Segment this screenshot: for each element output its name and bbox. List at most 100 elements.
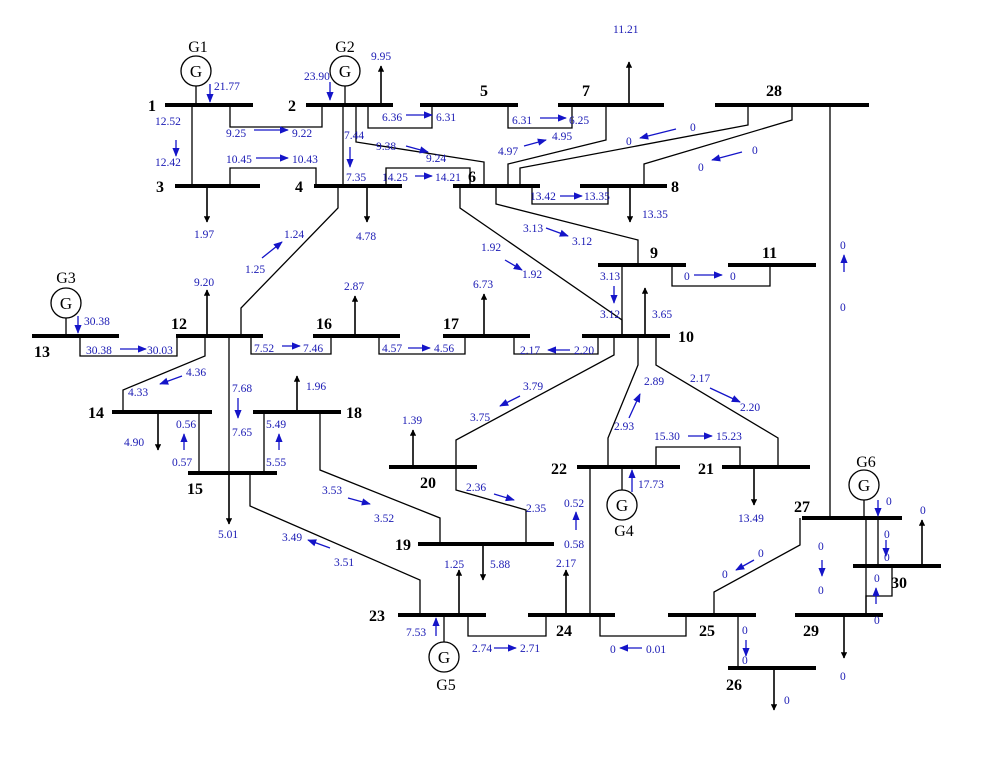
flow-value-9-11-from: 0 [684,271,690,283]
bus-label-8: 8 [671,179,679,196]
flow-value-27-29-from: 0 [818,541,824,553]
flow-arrow-8-28 [711,151,743,162]
generator-output-g4: 17.73 [638,479,664,491]
generator-g6: G G6 [848,454,880,518]
branch-16-17 [378,336,466,355]
flow-value-5-7-to: 6.25 [569,115,589,127]
load-value-15: 5.01 [218,529,238,541]
generator-g4: G G4 [606,467,638,540]
flow-value-3-4-to: 10.43 [292,154,318,166]
flow-value-17-10-to: 2.20 [574,345,594,357]
flow-arrow-6-28 [639,128,677,140]
branch-10-22 [607,336,639,467]
branch-19-20 [455,467,527,544]
flow-value-9-10-from: 3.13 [600,271,620,283]
branch-10-21 [655,336,779,467]
flow-value-4-6-to: 14.21 [435,172,461,184]
flow-value-27-30-to: 0 [884,552,890,564]
flow-arrow-25-27 [735,559,755,571]
generator-label: G1 [188,39,208,56]
load-value-19: 5.88 [490,559,510,571]
flow-arrow-12-14 [159,375,183,385]
branch-10-20 [455,336,615,467]
generator-symbol-text: G [190,62,202,81]
flow-value-6-7-from: 4.97 [498,146,518,158]
flow-value-14-15-from: 0.56 [176,419,196,431]
flow-value-23-24-from: 2.74 [472,643,492,655]
branch-1-2 [229,105,323,128]
flow-value-6-28-to: 0 [690,122,696,134]
generator-symbol-text: G [438,648,450,667]
branch-21-22 [655,446,741,467]
flow-value-6-28-from: 0 [626,136,632,148]
flow-value-25-27-from: 0 [722,569,728,581]
bus-label-17: 17 [443,316,459,333]
flow-value-21-22-from: 15.30 [654,431,680,443]
bus-label-6: 6 [468,169,476,186]
flow-value-9-11-to: 0 [730,271,736,283]
flow-value-16-17-from: 4.57 [382,343,402,355]
branch-8-28 [643,105,793,186]
bus-label-10: 10 [678,329,694,346]
flow-value-10-20-from: 3.79 [523,381,543,393]
bus-label-23: 23 [369,608,385,625]
flow-value-8-28-from: 0 [698,162,704,174]
flow-arrow-10-20 [499,395,521,407]
bus-label-30: 30 [891,575,907,592]
flow-value-28-27-to: 0 [840,302,846,314]
generator-symbol-g5 [428,641,460,673]
flow-value-16-17-to: 4.56 [434,343,454,355]
flow-value-14-15-to: 0.57 [172,457,192,469]
flow-arrow-10-21 [709,387,741,403]
bus-label-2: 2 [288,98,296,115]
load-value-8: 13.35 [642,209,668,221]
flow-value-2-5-from: 6.36 [382,112,402,124]
flow-value-27-30-from: 0 [884,529,890,541]
flow-arrow-4-12 [261,241,283,259]
branch-12-14 [122,336,206,412]
flow-value-6-8-from: 13.42 [530,191,556,203]
bus-label-18: 18 [346,405,362,422]
bus-label-4: 4 [295,179,303,196]
bus-label-16: 16 [316,316,332,333]
generator-symbol-g3 [50,287,82,319]
load-value-24: 2.17 [556,558,576,570]
generator-label: G6 [856,454,876,471]
bus-label-21: 21 [698,461,714,478]
branch-15-23 [249,473,421,615]
branch-18-19 [319,412,441,544]
load-value-18: 1.96 [306,381,326,393]
branch-6-9 [495,186,639,265]
flow-arrow-10-22 [628,393,641,419]
branch-5-7 [507,105,573,129]
branch-flow-values: 9.25 9.22 12.52 12.42 7.44 7.35 6.36 6.3… [86,112,890,667]
bus-label-1: 1 [148,98,156,115]
flow-value-6-9-to: 3.12 [572,236,592,248]
load-value-17: 6.73 [473,279,493,291]
bus-label-22: 22 [551,461,567,478]
flow-arrow-2-6 [405,145,429,154]
flow-value-1-2-to: 9.22 [292,128,312,140]
generator-symbol-g6 [848,469,880,501]
branch-6-28 [519,105,749,186]
load-value-10: 3.65 [652,309,672,321]
generator-output-g6: 0 [886,496,892,508]
flow-value-15-18-to: 5.55 [266,457,286,469]
branch-25-27 [713,518,801,615]
bus-label-5: 5 [480,83,488,100]
flow-value-12-14-to: 4.33 [128,387,148,399]
bus-label-11: 11 [762,245,777,262]
load-value-26: 0 [784,695,790,707]
flow-value-1-3-from: 12.52 [155,116,181,128]
bus-label-13: 13 [34,344,50,361]
flow-value-25-26-to: 0 [742,655,748,667]
bus-label-12: 12 [171,316,187,333]
bus-label-3: 3 [156,179,164,196]
flow-value-9-10-to: 3.12 [600,309,620,321]
flow-arrow-19-20 [493,493,515,502]
flow-value-12-14-from: 4.36 [186,367,206,379]
load-arrows [154,61,926,711]
bus-bars [32,103,941,670]
bus-label-7: 7 [582,83,590,100]
flow-value-22-24-from: 0.52 [564,498,584,510]
